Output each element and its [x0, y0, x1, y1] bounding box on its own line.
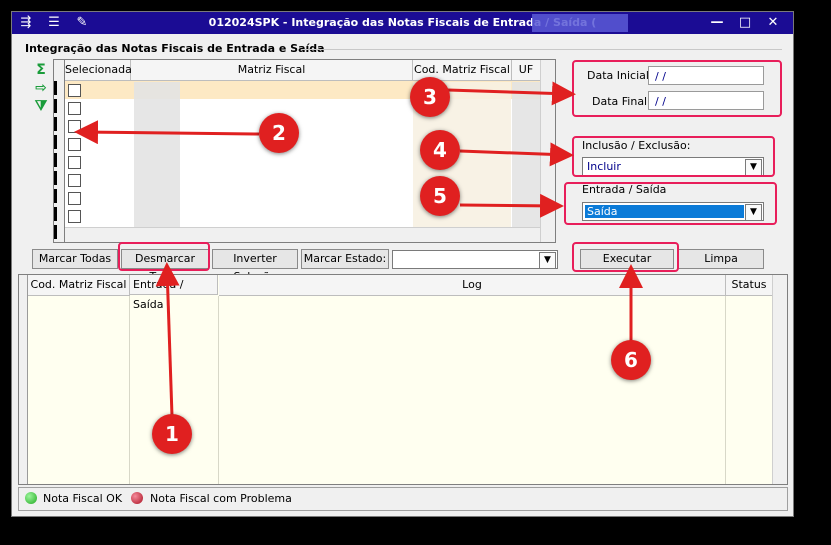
limpa-button[interactable]: Limpa [678, 249, 764, 269]
log-col-cod-matriz[interactable]: Cod. Matriz Fiscal [28, 275, 130, 296]
row-checkbox[interactable] [68, 156, 81, 169]
col-header-matriz-fiscal[interactable]: Matriz Fiscal [131, 60, 413, 81]
entrada-saida-select[interactable]: Saída ▼ [582, 202, 764, 221]
section-title: Integração das Notas Fiscais de Entrada … [25, 42, 325, 55]
filter-icon[interactable]: ⧩ [34, 98, 48, 114]
step-marker-4: 4 [420, 130, 460, 170]
close-button[interactable]: ✕ [767, 15, 779, 30]
table-row[interactable] [65, 207, 555, 225]
green-dot-icon [25, 492, 37, 504]
entrada-saida-label: Entrada / Saída [582, 183, 667, 196]
entrada-saida-value: Saída [585, 205, 744, 218]
data-final-input[interactable]: / / [648, 91, 764, 110]
inclusao-label: Inclusão / Exclusão: [582, 139, 691, 152]
row-selector [54, 60, 65, 242]
sum-icon[interactable]: Σ [36, 62, 46, 78]
maximize-button[interactable]: □ [738, 15, 752, 30]
traffic-light-icon[interactable]: ☰ [48, 15, 60, 30]
data-inicial-input[interactable]: / / [648, 66, 764, 85]
red-dot-icon [131, 492, 143, 504]
menu-icon[interactable]: ⇶ [20, 15, 32, 30]
step-marker-5: 5 [420, 176, 460, 216]
row-checkbox[interactable] [68, 102, 81, 115]
wrench-icon[interactable]: ✎ [76, 15, 88, 30]
marcar-todas-button[interactable]: Marcar Todas [32, 249, 118, 269]
marcar-estado-button[interactable]: Marcar Estado: [301, 249, 389, 269]
log-col-status[interactable]: Status [726, 275, 773, 296]
status-ok-label: Nota Fiscal OK [43, 492, 123, 505]
row-checkbox[interactable] [68, 174, 81, 187]
table-row[interactable] [65, 99, 555, 117]
minimize-button[interactable]: — [710, 15, 724, 30]
left-toolbar: Σ ⇨ ⧩ [32, 61, 50, 115]
title-bar: ⇶ ☰ ✎ 012024SPK - Integração das Notas F… [12, 12, 793, 34]
step-marker-2: 2 [259, 113, 299, 153]
window-title: 012024SPK - Integração das Notas Fiscais… [208, 16, 597, 29]
marcar-estado-select[interactable]: ▼ [392, 250, 558, 269]
inclusao-value: Incluir [587, 160, 621, 173]
title-redacted [532, 14, 628, 32]
log-grid[interactable]: Cod. Matriz Fiscal Entrada / Saída Log S… [18, 274, 788, 485]
log-row-selector [19, 275, 28, 484]
table-row[interactable] [65, 171, 555, 189]
step-marker-3: 3 [410, 77, 450, 117]
row-checkbox[interactable] [68, 84, 81, 97]
redacted-matriz [134, 82, 180, 228]
log-vertical-scrollbar[interactable] [772, 275, 787, 484]
step-marker-1: 1 [152, 414, 192, 454]
row-checkbox[interactable] [68, 210, 81, 223]
chevron-down-icon[interactable]: ▼ [539, 252, 556, 269]
row-checkbox[interactable] [68, 192, 81, 205]
log-col-log[interactable]: Log [219, 275, 726, 296]
export-icon[interactable]: ⇨ [35, 80, 47, 96]
data-inicial-label: Data Inicial: [587, 69, 653, 82]
highlight-entrada [564, 182, 777, 225]
status-problem-label: Nota Fiscal com Problema [150, 492, 292, 505]
section-divider [302, 49, 782, 50]
step-marker-6: 6 [611, 340, 651, 380]
horizontal-scrollbar[interactable] [65, 227, 541, 242]
status-bar: Nota Fiscal OK Nota Fiscal com Problema [18, 487, 788, 511]
data-final-label: Data Final: [592, 95, 651, 108]
table-row[interactable] [65, 153, 555, 171]
col-header-cod-matriz[interactable]: Cod. Matriz Fiscal [413, 60, 512, 81]
chevron-down-icon[interactable]: ▼ [745, 204, 762, 221]
col-header-selecionada[interactable]: Selecionada [65, 60, 132, 81]
table-row[interactable] [65, 189, 555, 207]
